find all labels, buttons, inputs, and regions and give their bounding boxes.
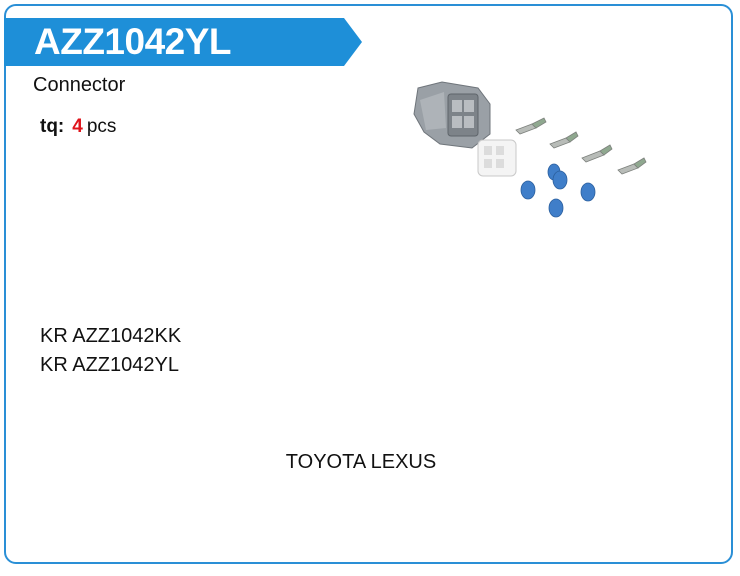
banner-shape bbox=[4, 18, 362, 66]
reference-item: KR AZZ1042KK bbox=[40, 325, 182, 347]
quantity-unit: pcs bbox=[86, 116, 117, 137]
quantity-value: 4 bbox=[72, 116, 83, 137]
part-number-title: AZZ1042YL bbox=[34, 21, 232, 62]
connector-kit-image bbox=[413, 81, 647, 218]
reference-item: KR AZZ1042YL bbox=[40, 354, 179, 376]
terminal-pins-image bbox=[515, 117, 647, 175]
connector-housing-image bbox=[413, 81, 491, 149]
quantity-label: tq: bbox=[40, 116, 65, 137]
product-type: Connector bbox=[33, 74, 126, 96]
white-insert-image bbox=[477, 139, 517, 177]
product-card bbox=[4, 4, 733, 564]
blue-seals-image bbox=[520, 163, 596, 218]
vehicle-brand: TOYOTA LEXUS bbox=[285, 451, 437, 473]
reference-list: KR AZZ1042KK KR AZZ1042YL bbox=[40, 322, 181, 380]
part-number-banner: AZZ1042YL bbox=[4, 18, 362, 66]
